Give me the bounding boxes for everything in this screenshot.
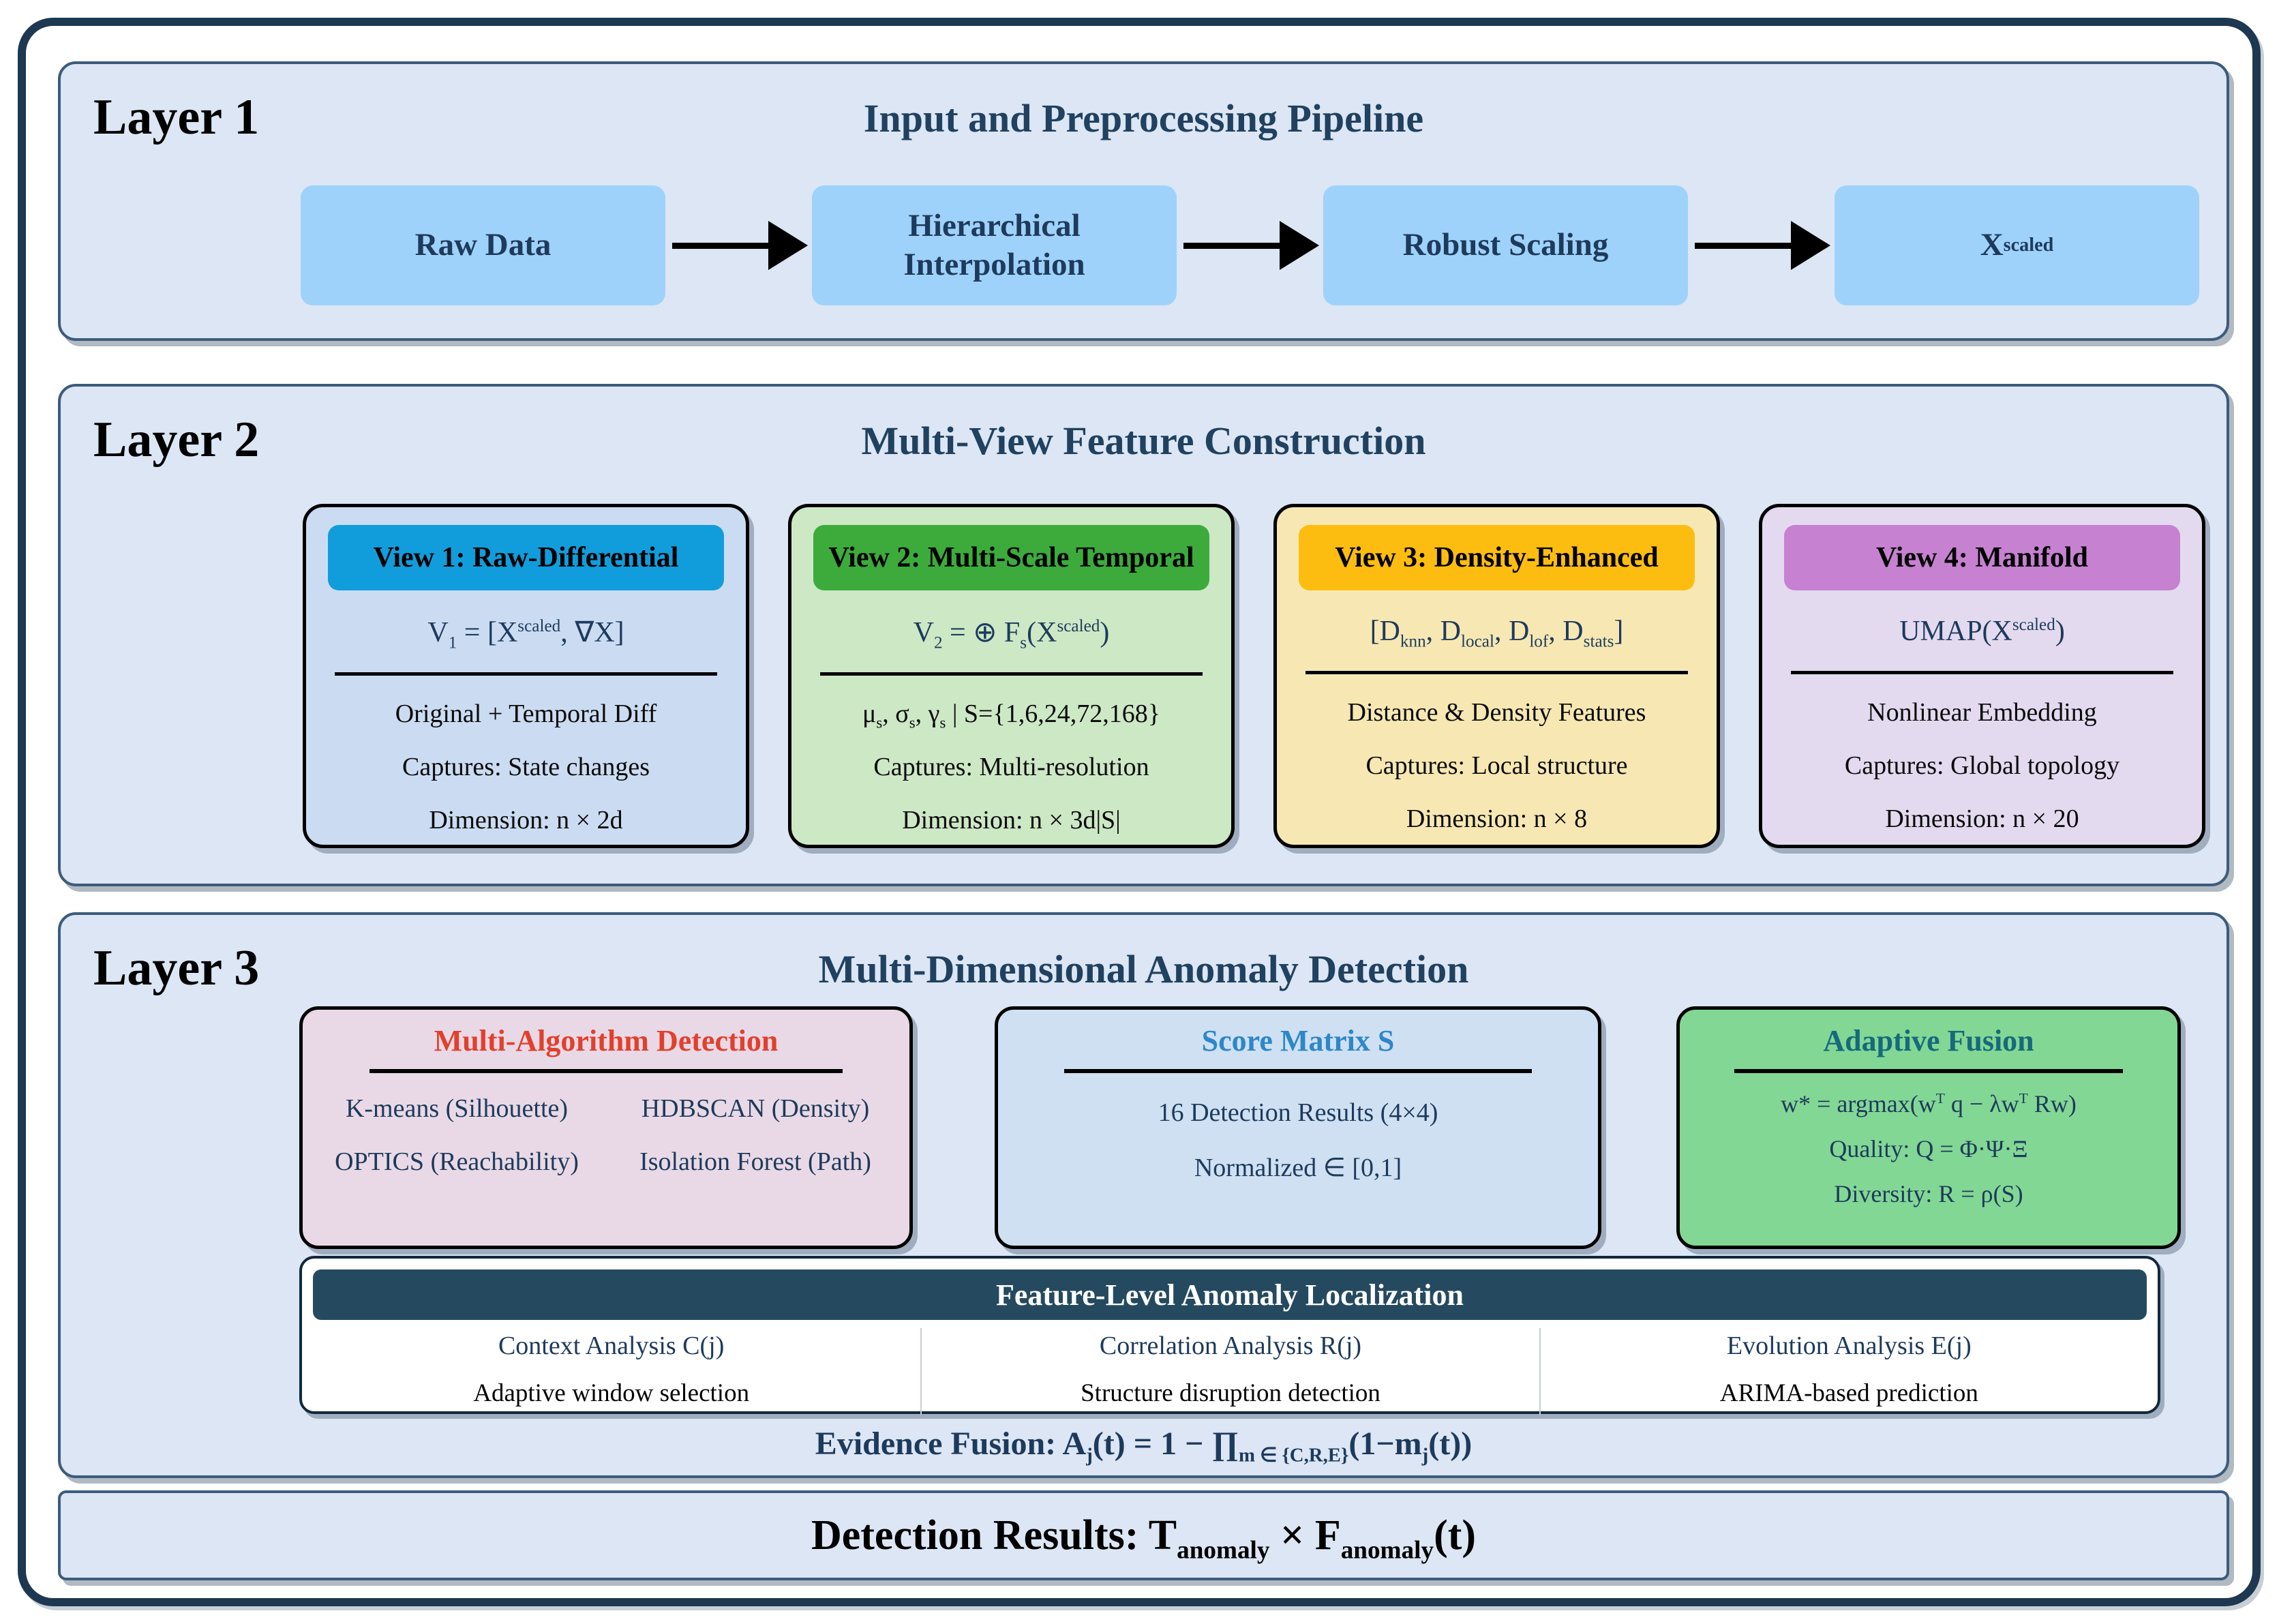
view2-captures: Captures: Multi-resolution xyxy=(873,753,1149,781)
algorithm-optics: OPTICS (Reachability) xyxy=(335,1147,579,1176)
evolution-analysis-column: Evolution Analysis E(j) ARIMA-based pred… xyxy=(1539,1328,2158,1415)
view3-description: Distance & Density Features xyxy=(1347,698,1646,727)
arrow-head xyxy=(1280,221,1319,270)
flow-node-raw-data: Raw Data xyxy=(301,185,665,305)
divider xyxy=(1734,1069,2123,1073)
context-analysis-title: Context Analysis C(j) xyxy=(498,1332,725,1360)
divider xyxy=(1791,671,2173,674)
view3-header: View 3: Density-Enhanced xyxy=(1299,525,1695,590)
evidence-fusion-formula: Evidence Fusion: Aj(t) = 1 − ∏m ∈ {C,R,E… xyxy=(815,1426,1473,1467)
arrow-head xyxy=(1791,221,1830,270)
view3-card: View 3: Density-Enhanced [Dknn, Dlocal, … xyxy=(1273,504,1720,848)
view4-card: View 4: Manifold UMAP(Xscaled) Nonlinear… xyxy=(1759,504,2205,848)
score-normalized-line: Normalized ∈ [0,1] xyxy=(1194,1154,1402,1182)
view4-dimension: Dimension: n × 20 xyxy=(1885,805,2079,833)
algorithm-hdbscan: HDBSCAN (Density) xyxy=(641,1094,870,1123)
fusion-argmax-formula: w* = argmax(wT q − λwT Rw) xyxy=(1781,1090,2077,1117)
arrow-shaft xyxy=(672,242,772,249)
flow-node-hierarchical-interpolation: Hierarchical Interpolation xyxy=(812,185,1177,305)
view4-description: Nonlinear Embedding xyxy=(1867,698,2097,727)
view1-dimension: Dimension: n × 2d xyxy=(429,806,623,834)
divider xyxy=(335,672,717,676)
score-results-line: 16 Detection Results (4×4) xyxy=(1158,1098,1438,1127)
view3-dimension: Dimension: n × 8 xyxy=(1406,805,1588,833)
layer3-title: Multi-Dimensional Anomaly Detection xyxy=(818,947,1469,991)
layer1-title: Input and Preprocessing Pipeline xyxy=(863,96,1424,140)
evolution-analysis-title: Evolution Analysis E(j) xyxy=(1726,1332,1972,1360)
correlation-analysis-column: Correlation Analysis R(j) Structure disr… xyxy=(920,1328,1539,1415)
fusion-diversity-formula: Diversity: R = ρ(S) xyxy=(1834,1180,2023,1207)
score-matrix-header: Score Matrix S xyxy=(1201,1024,1395,1057)
view2-formula: V2 = ⊕ Fs(Xscaled) xyxy=(913,617,1110,652)
view3-captures: Captures: Local structure xyxy=(1365,751,1628,780)
divider xyxy=(369,1069,843,1073)
view1-description: Original + Temporal Diff xyxy=(395,700,657,728)
divider xyxy=(820,672,1203,676)
view1-card: View 1: Raw-Differential V1 = [Xscaled, … xyxy=(303,504,749,848)
detection-results-bar: Detection Results: Tanomaly × Fanomaly(t… xyxy=(58,1490,2229,1580)
view2-header: View 2: Multi-Scale Temporal xyxy=(813,525,1209,590)
view1-header: View 1: Raw-Differential xyxy=(328,525,724,590)
multi-algorithm-detection-box: Multi-Algorithm Detection K-means (Silho… xyxy=(299,1006,913,1249)
context-analysis-column: Context Analysis C(j) Adaptive window se… xyxy=(302,1328,920,1415)
feature-localization-header: Feature-Level Anomaly Localization xyxy=(313,1269,2147,1320)
view3-formula: [Dknn, Dlocal, Dlof, Dstats] xyxy=(1370,616,1624,651)
arrow-head xyxy=(768,221,808,270)
context-analysis-subtitle: Adaptive window selection xyxy=(473,1379,750,1407)
divider xyxy=(1305,671,1688,674)
evolution-analysis-subtitle: ARIMA-based prediction xyxy=(1719,1379,1978,1407)
correlation-analysis-title: Correlation Analysis R(j) xyxy=(1099,1332,1362,1360)
view-cards-row: View 1: Raw-Differential V1 = [Xscaled, … xyxy=(303,504,2205,848)
view4-formula: UMAP(Xscaled) xyxy=(1899,616,2065,647)
multi-algorithm-header: Multi-Algorithm Detection xyxy=(434,1024,779,1057)
layer3-label: Layer 3 xyxy=(93,940,260,996)
view4-header: View 4: Manifold xyxy=(1784,525,2180,590)
correlation-analysis-subtitle: Structure disruption detection xyxy=(1081,1379,1380,1407)
feature-localization-panel: Feature-Level Anomaly Localization Conte… xyxy=(299,1256,2160,1415)
view1-formula: V1 = [Xscaled, ∇X] xyxy=(427,617,624,652)
flow-arrow-icon xyxy=(1177,185,1323,305)
flow-node-robust-scaling: Robust Scaling xyxy=(1323,185,1688,305)
arrow-shaft xyxy=(1183,242,1284,249)
layer3-panel: Layer 3 Multi-Dimensional Anomaly Detect… xyxy=(58,912,2229,1478)
flow-arrow-icon xyxy=(1688,185,1835,305)
adaptive-fusion-header: Adaptive Fusion xyxy=(1823,1024,2034,1057)
divider xyxy=(1063,1069,1533,1073)
layer1-panel: Layer 1 Input and Preprocessing Pipeline… xyxy=(58,61,2229,341)
score-matrix-box: Score Matrix S 16 Detection Results (4×4… xyxy=(995,1006,1601,1249)
layer1-label: Layer 1 xyxy=(93,89,260,145)
algorithm-isolation-forest: Isolation Forest (Path) xyxy=(639,1147,871,1176)
layer2-title: Multi-View Feature Construction xyxy=(861,419,1426,463)
detection-results-text: Detection Results: Tanomaly × Fanomaly(t… xyxy=(811,1512,1477,1564)
preprocessing-flow: Raw Data Hierarchical Interpolation Robu… xyxy=(301,185,2199,305)
localization-columns: Context Analysis C(j) Adaptive window se… xyxy=(302,1328,2158,1415)
view1-captures: Captures: State changes xyxy=(402,753,650,781)
arrow-shaft xyxy=(1695,242,1795,249)
view4-captures: Captures: Global topology xyxy=(1844,751,2120,780)
layer2-label: Layer 2 xyxy=(93,412,260,468)
flow-arrow-icon xyxy=(665,185,812,305)
view2-description: μs, σs, γs | S={1,6,24,72,168} xyxy=(862,700,1160,732)
algorithm-kmeans: K-means (Silhouette) xyxy=(345,1094,569,1123)
outer-frame xyxy=(18,18,2261,1606)
fusion-quality-formula: Quality: Q = Φ·Ψ·Ξ xyxy=(1829,1135,2028,1162)
layer2-panel: Layer 2 Multi-View Feature Construction … xyxy=(58,384,2229,886)
adaptive-fusion-box: Adaptive Fusion w* = argmax(wT q − λwT R… xyxy=(1676,1006,2181,1249)
view2-card: View 2: Multi-Scale Temporal V2 = ⊕ Fs(X… xyxy=(788,504,1235,848)
algorithm-grid: K-means (Silhouette) HDBSCAN (Density) O… xyxy=(316,1094,896,1177)
view2-dimension: Dimension: n × 3d|S| xyxy=(902,806,1121,834)
